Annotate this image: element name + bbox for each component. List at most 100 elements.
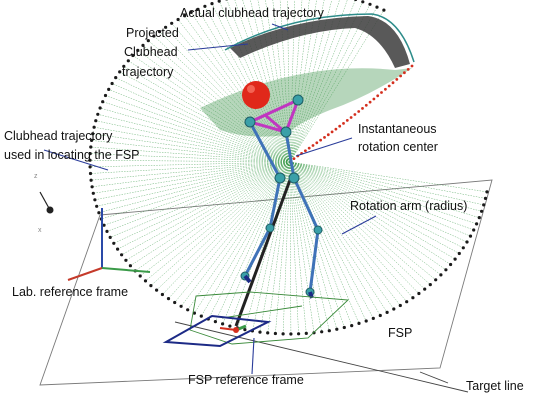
rotation-arm-spoke bbox=[282, 161, 291, 334]
rotation-arm-spoke bbox=[226, 0, 291, 163]
rotation-arm-spoke bbox=[289, 161, 322, 332]
rotation-arm-spoke bbox=[174, 161, 291, 303]
trajectory-dot bbox=[176, 17, 180, 22]
trajectory-dot bbox=[465, 240, 469, 244]
trajectory-dot bbox=[91, 132, 95, 136]
trajectory-dot bbox=[361, 0, 365, 4]
rotation-arm-spoke bbox=[272, 0, 291, 163]
rotation-arm-spoke bbox=[90, 161, 291, 174]
trajectory-dot bbox=[173, 300, 177, 305]
projected-point bbox=[364, 103, 368, 107]
projected-point bbox=[292, 157, 296, 161]
rotation-arm-spoke bbox=[156, 161, 291, 291]
trajectory-dot bbox=[90, 138, 94, 142]
actual-trajectory-sheet bbox=[230, 16, 410, 68]
annotation-arrows bbox=[43, 23, 377, 375]
trajectory-dot bbox=[281, 332, 285, 336]
fsp-trajectory-dots bbox=[88, 0, 489, 336]
trajectory-dot bbox=[149, 284, 153, 288]
label-rotation-center-1: Instantaneous bbox=[358, 122, 437, 136]
trajectory-dot bbox=[160, 292, 164, 297]
trajectory-dot bbox=[297, 332, 301, 336]
rotation-arm-spoke bbox=[106, 161, 291, 232]
rotation-arm-spoke bbox=[100, 107, 291, 163]
trajectory-dot bbox=[141, 43, 145, 48]
rotation-arm-spoke bbox=[135, 161, 291, 272]
left-foot bbox=[243, 274, 252, 284]
target-line bbox=[174, 321, 469, 393]
trajectory-dot bbox=[166, 297, 171, 301]
rotation-arm-spoke bbox=[289, 161, 436, 280]
trajectory-dot bbox=[485, 190, 489, 194]
label-fsp-trajectory-2: used in locating the FSP bbox=[4, 148, 140, 162]
trajectory-dot bbox=[120, 253, 124, 257]
rotation-arm-spoke bbox=[121, 161, 291, 256]
rotation-arm-spoke bbox=[128, 60, 291, 163]
trajectory-dot bbox=[89, 178, 93, 182]
projected-point bbox=[304, 149, 307, 153]
trajectory-dot bbox=[354, 0, 358, 2]
rotation-arm-spoke bbox=[165, 27, 291, 163]
rotation-arm-spoke bbox=[113, 161, 291, 244]
actual-trajectory-line bbox=[224, 13, 415, 63]
trajectory-dot bbox=[110, 81, 114, 86]
label-lab-frame: Lab. reference frame bbox=[12, 285, 128, 299]
rotation-arm-spoke bbox=[289, 161, 488, 193]
trajectory-dot bbox=[131, 53, 135, 58]
skeleton bbox=[243, 121, 320, 293]
trajectory-dot bbox=[88, 152, 92, 156]
rotation-arm-spoke bbox=[265, 0, 291, 163]
trajectory-dot bbox=[199, 314, 203, 318]
rotation-arm-spoke bbox=[275, 161, 291, 334]
rotation-arm-spoke bbox=[289, 161, 442, 276]
trajectory-dot bbox=[213, 320, 217, 324]
rotation-arm-spoke bbox=[101, 161, 291, 220]
trajectory-dot bbox=[453, 257, 457, 261]
rotation-arm-spoke bbox=[289, 161, 477, 225]
trajectory-dot bbox=[186, 308, 190, 312]
rotation-arm-spoke bbox=[289, 161, 367, 322]
rotation-arm-spoke bbox=[289, 0, 340, 163]
projected-point bbox=[353, 113, 357, 116]
rotation-arm-spoke bbox=[244, 161, 291, 330]
trajectory-dot bbox=[457, 251, 461, 256]
trajectory-dot bbox=[378, 313, 382, 318]
trajectory-dot bbox=[189, 10, 193, 14]
rotation-arm-spoke bbox=[119, 71, 291, 163]
trajectory-dot bbox=[210, 1, 214, 6]
rotation-arm-spoke bbox=[252, 161, 291, 331]
rotation-arm-spoke bbox=[289, 161, 482, 212]
rotation-arm-spoke bbox=[177, 19, 291, 163]
rotation-arm-spoke bbox=[211, 3, 291, 163]
rotation-arm-spoke bbox=[289, 161, 407, 302]
trajectory-dot bbox=[88, 171, 93, 176]
trajectory-dot bbox=[96, 112, 100, 116]
trajectory-dot bbox=[170, 21, 174, 25]
fsp-origin bbox=[233, 327, 239, 333]
rotation-arm-spoke bbox=[91, 161, 291, 181]
rotation-arm-spoke bbox=[289, 161, 451, 265]
rotation-arm-spoke bbox=[197, 9, 291, 163]
rotation-arm-spoke bbox=[289, 1, 364, 163]
rotation-arm-spoke bbox=[168, 161, 291, 299]
projected-point bbox=[391, 81, 395, 85]
rotation-arm-spoke bbox=[289, 161, 388, 313]
trajectory-dot bbox=[138, 274, 142, 278]
label-fsp: FSP bbox=[388, 326, 412, 340]
rotation-arm-spoke bbox=[89, 159, 291, 163]
rotation-arm-spoke bbox=[103, 161, 291, 226]
rotation-arm-spoke bbox=[108, 89, 291, 163]
rotation-arm-spoke bbox=[289, 161, 456, 260]
trajectory-dot bbox=[405, 300, 409, 304]
projected-point bbox=[334, 127, 338, 131]
rotation-arm-spoke bbox=[130, 161, 291, 266]
trajectory-dot bbox=[196, 7, 200, 11]
rotation-arm-spoke bbox=[125, 161, 291, 261]
rotation-arm-spoke bbox=[259, 161, 291, 333]
trajectory-dot bbox=[423, 287, 427, 291]
trajectory-dot bbox=[108, 235, 112, 239]
trajectory-dot bbox=[152, 34, 156, 38]
trajectory-dot bbox=[468, 234, 473, 238]
rotation-arm-spoke bbox=[289, 0, 348, 163]
trajectory-dot bbox=[136, 48, 140, 53]
